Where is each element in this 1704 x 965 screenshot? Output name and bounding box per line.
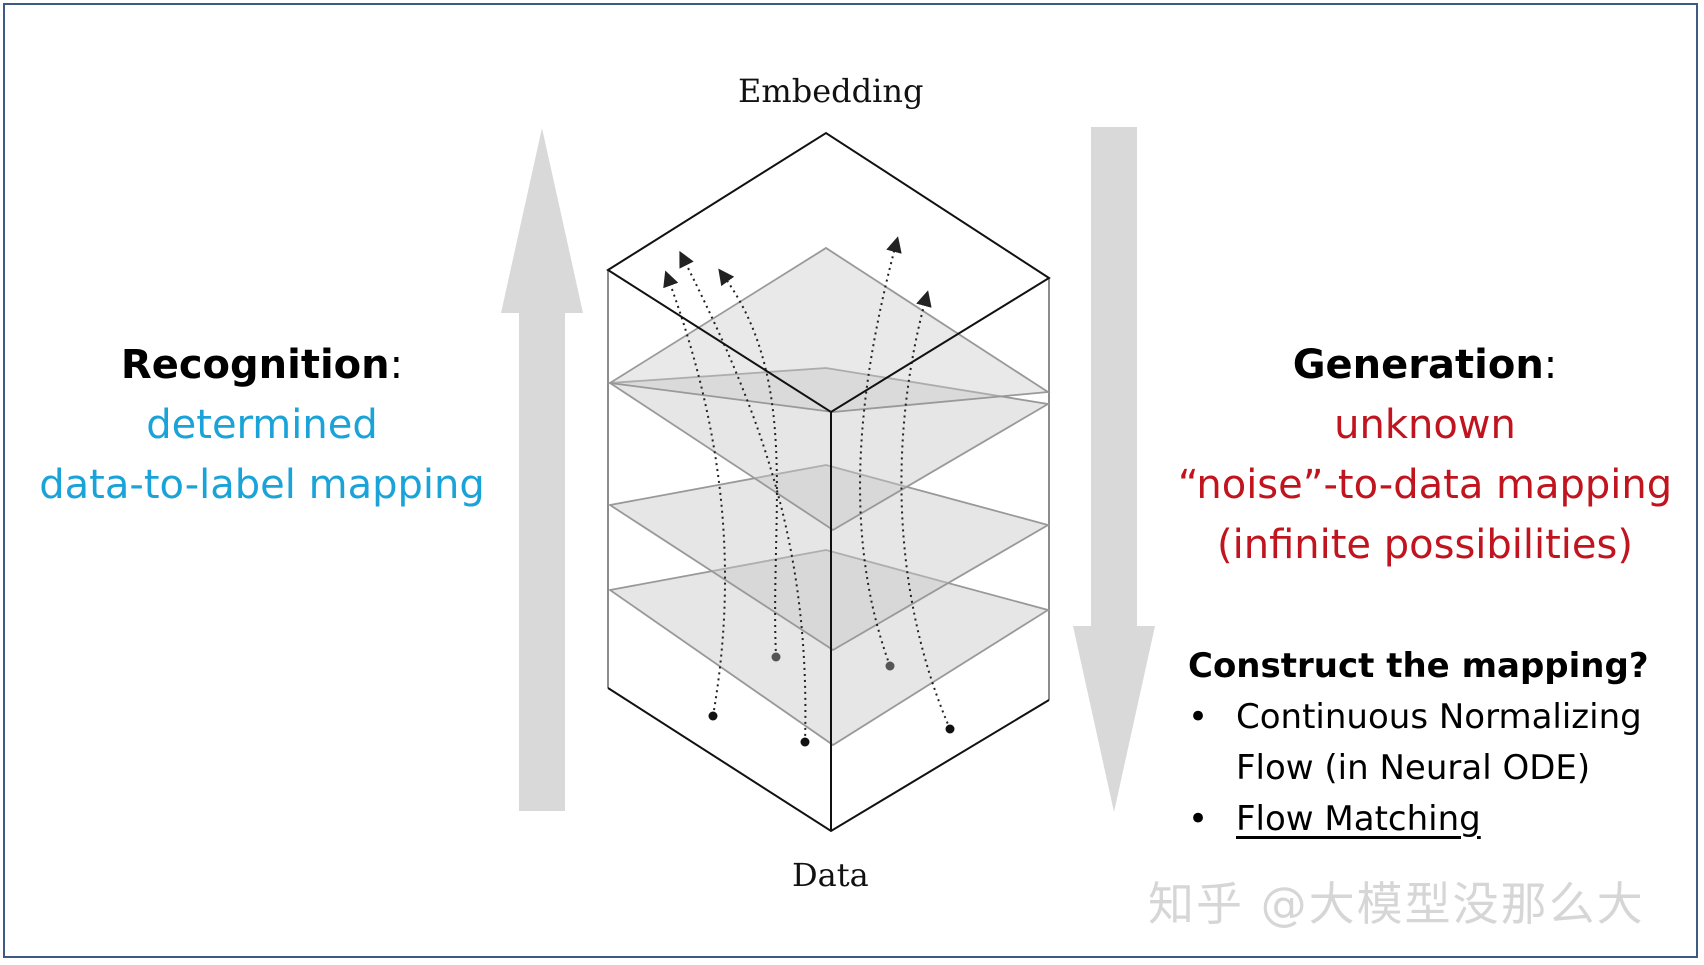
list-item-cnf: • Continuous Normalizing Flow (in Neural…: [1188, 692, 1649, 794]
generation-title: Generation: [1292, 342, 1544, 388]
layer-planes: [607, 246, 1051, 747]
recognition-heading: Recognition:: [22, 335, 502, 395]
data-point: [708, 711, 718, 721]
construct-mapping-block: Construct the mapping? • Continuous Norm…: [1188, 640, 1649, 845]
generation-block: Generation: unknown “noise”-to-data mapp…: [1170, 335, 1680, 575]
data-point: [945, 724, 955, 734]
watermark: 知乎 @大模型没那么大: [1148, 877, 1645, 931]
generation-line-2: “noise”-to-data mapping: [1177, 462, 1673, 508]
flow-matching-label: Flow Matching: [1236, 799, 1481, 839]
generation-line-1: unknown: [1334, 402, 1516, 448]
layer-plane-4: [607, 246, 1051, 413]
list-item-flow-matching: • Flow Matching: [1188, 794, 1649, 845]
up-arrow-icon: [501, 128, 583, 811]
bullet-icon: •: [1188, 697, 1209, 737]
list-item-cnf-line-1: Continuous Normalizing: [1236, 697, 1642, 737]
layer-plane-3: [607, 367, 1051, 532]
flow-trajectories: [663, 236, 951, 743]
generation-colon: :: [1543, 342, 1558, 388]
data-points: [708, 652, 955, 747]
construct-list: • Continuous Normalizing Flow (in Neural…: [1188, 692, 1649, 845]
recognition-title: Recognition: [120, 342, 390, 388]
construct-heading: Construct the mapping?: [1188, 646, 1649, 686]
embedding-label: Embedding: [738, 72, 924, 110]
data-point: [800, 737, 810, 747]
generation-heading: Generation:: [1170, 335, 1680, 395]
data-point: [885, 661, 895, 671]
recognition-line-2: data-to-label mapping: [39, 462, 485, 508]
recognition-colon: :: [389, 342, 404, 388]
trajectory-5: [900, 290, 951, 730]
bullet-icon: •: [1188, 799, 1209, 839]
recognition-block: Recognition: determined data-to-label ma…: [22, 335, 502, 515]
trajectory-2: [679, 250, 807, 743]
down-arrow-icon: [1073, 127, 1155, 812]
generation-line-3: (infinite possibilities): [1217, 522, 1633, 568]
data-point: [771, 652, 781, 662]
cube-back-edges: [607, 270, 1050, 700]
recognition-line-1: determined: [146, 402, 378, 448]
list-item-cnf-line-2: Flow (in Neural ODE): [1236, 748, 1591, 788]
trajectory-1: [663, 270, 726, 717]
slide-border: [3, 3, 1698, 958]
data-label: Data: [792, 856, 869, 894]
cube-front-edges: [606, 131, 1051, 833]
